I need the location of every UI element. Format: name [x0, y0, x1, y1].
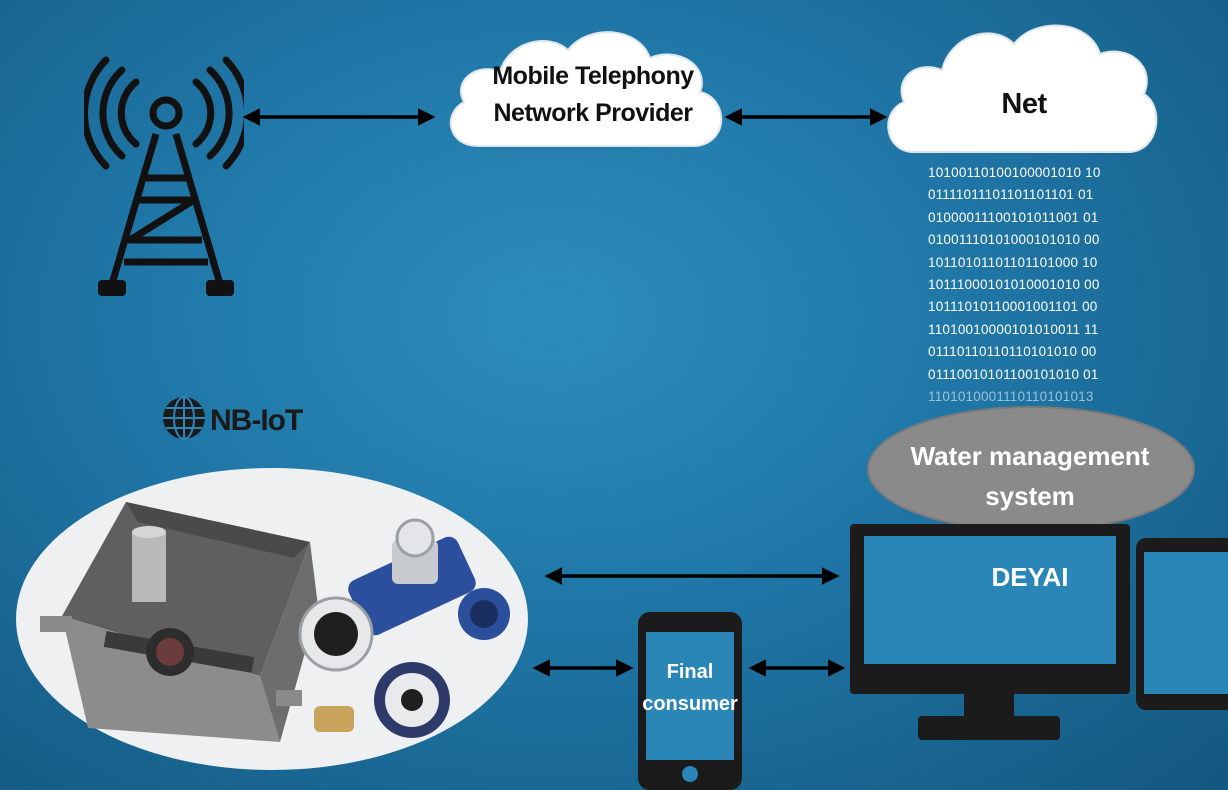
water-management-line2: system: [985, 481, 1075, 511]
binary-line: 10110101101101101000 10: [928, 254, 1098, 270]
binary-line: 01001110101000101010 00: [928, 232, 1100, 248]
binary-line: 11010010000101010011 11: [928, 321, 1099, 337]
binary-data-stream: 10100110100100001010 10 0111101110110110…: [928, 162, 1158, 408]
net-cloud: [887, 24, 1158, 153]
cell-tower-icon: [84, 56, 244, 296]
mobile-provider-cloud: [449, 31, 723, 147]
globe-icon: [163, 396, 205, 440]
binary-line: 10111010110001001101 00: [928, 299, 1098, 315]
final-consumer-line2: consumer: [642, 693, 738, 715]
water-management-label: Water management system: [880, 436, 1180, 516]
mobile-provider-label: Mobile Telephony Network Provider: [448, 58, 738, 132]
smartphone-icon: [638, 612, 742, 790]
binary-line: 10100110100100001010 10: [928, 165, 1101, 180]
mobile-provider-line1: Mobile Telephony: [492, 62, 694, 90]
binary-line: 01110010101100101010 01: [928, 366, 1099, 382]
tablet-icon: [1136, 538, 1228, 710]
binary-line: 1101010001110110101013: [928, 389, 1094, 405]
net-label: Net: [1001, 88, 1047, 120]
monitor-icon: [850, 524, 1130, 740]
water-meter-icon: [16, 468, 528, 770]
binary-line: 01000011100101011001 01: [928, 209, 1099, 225]
final-consumer-label: Final consumer: [636, 656, 744, 720]
binary-line: 01111011101101101101 01: [928, 187, 1094, 203]
mobile-provider-line2: Network Provider: [493, 99, 693, 127]
deyai-label: DEYAI: [991, 562, 1069, 592]
binary-line: 01110110110110101010 00: [928, 344, 1097, 360]
binary-line: 10111000101010001010 00: [928, 277, 1100, 293]
nbiot-logo-text: NB-IoT: [210, 404, 303, 437]
water-management-line1: Water management: [910, 441, 1150, 471]
final-consumer-line1: Final: [666, 661, 714, 683]
